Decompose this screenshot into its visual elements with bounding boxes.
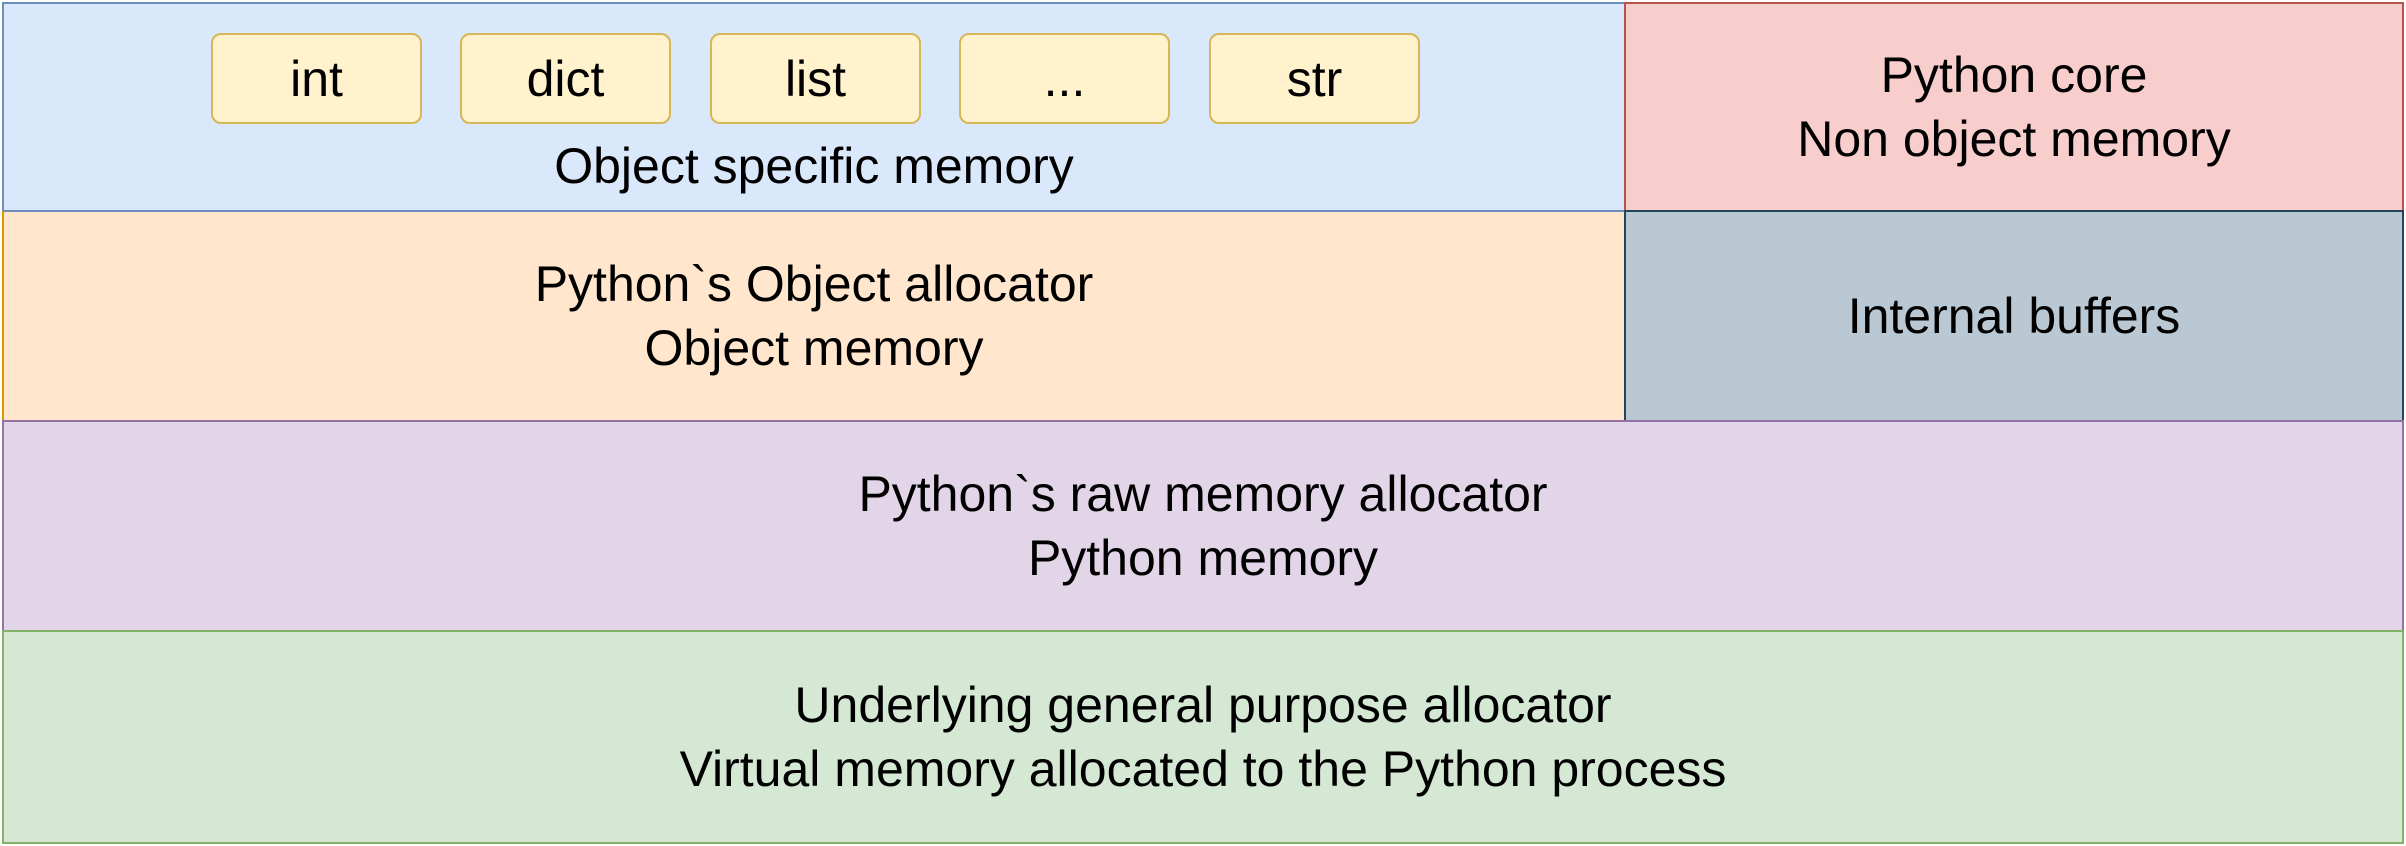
object-specific-memory-label: Object specific memory (554, 138, 1074, 194)
object-allocator-block: Python`s Object allocator Object memory (2, 210, 1626, 422)
raw-allocator-subtitle: Python memory (1027, 530, 1379, 586)
internal-buffers-title: Internal buffers (1847, 288, 2181, 344)
general-purpose-allocator-block: Underlying general purpose allocator Vir… (2, 630, 2404, 844)
python-core-block: Python core Non object memory (1624, 2, 2404, 212)
raw-allocator-title: Python`s raw memory allocator (858, 466, 1548, 522)
python-core-subtitle: Non object memory (1797, 111, 2231, 167)
raw-memory-allocator-block: Python`s raw memory allocator Python mem… (2, 420, 2404, 632)
type-box-int: int (211, 33, 422, 124)
type-box-ellipsis: ... (959, 33, 1170, 124)
type-box-dict: dict (460, 33, 671, 124)
type-box-str: str (1209, 33, 1420, 124)
object-specific-memory-block: int dict list ... str Object specific me… (2, 2, 1626, 212)
general-allocator-title: Underlying general purpose allocator (794, 677, 1612, 733)
python-core-title: Python core (1880, 47, 2148, 103)
object-allocator-title: Python`s Object allocator (534, 256, 1094, 312)
object-allocator-subtitle: Object memory (644, 320, 984, 376)
type-box-list: list (710, 33, 921, 124)
internal-buffers-block: Internal buffers (1624, 210, 2404, 422)
general-allocator-subtitle: Virtual memory allocated to the Python p… (679, 741, 1727, 797)
